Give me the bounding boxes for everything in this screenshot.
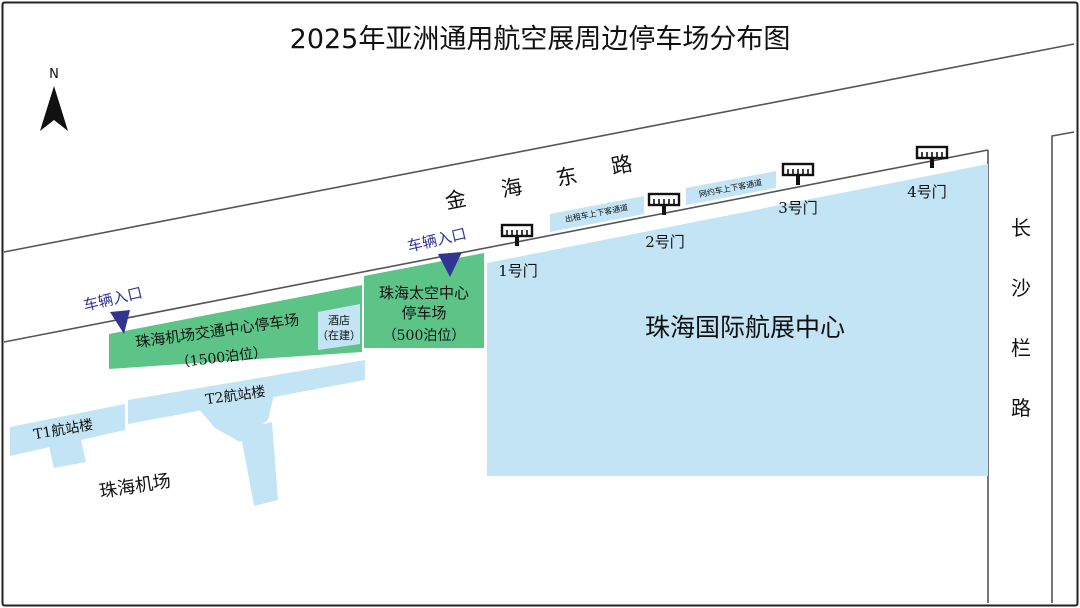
gate-1: 1号门 [498,223,538,280]
changsha-road-char-2: 沙 [1011,276,1031,300]
t2-terminal-area [128,360,365,506]
parking-taikong-line2: 停车场 [401,304,446,322]
t1-terminal-area [10,404,125,468]
hotel-area [318,304,360,350]
rideshare-lane [686,171,776,205]
gate-2-icon [647,192,681,215]
jinhai-road-char-1: 金 [443,186,468,214]
jinhai-road-bottom-edge [3,149,989,343]
taxi-lane [550,196,644,232]
parking-taikong-line1: 珠海太空中心 [379,284,469,302]
jinhai-road-label: 金 海 东 路 [443,151,634,214]
changsha-road-char-3: 栏 [1011,336,1031,360]
gate-1-icon [500,223,534,246]
gate-4-label: 4号门 [907,183,947,201]
jinhai-road-char-2: 海 [499,174,524,202]
gate-2-label: 2号门 [645,233,685,251]
entrance-west-arrow-icon [110,310,130,334]
expo-center-label: 珠海国际航展中心 [645,313,845,342]
jinhai-road-char-4: 路 [609,151,634,179]
gate-3: 3号门 [778,162,818,217]
gate-4-icon [915,145,949,168]
compass-label: N [49,67,59,82]
hotel-line2: （在建） [317,328,361,342]
changsha-road-right-edge [1051,131,1075,603]
entrance-east-arrow-icon [438,252,462,277]
gate-3-label: 3号门 [778,199,818,217]
gate-1-label: 1号门 [498,262,538,280]
gate-4: 4号门 [907,145,949,201]
changsha-road-char-1: 长 [1011,216,1031,240]
parking-taikong-line3: （500泊位） [383,328,466,344]
hotel-line1: 酒店 [328,313,350,327]
jinhai-road-char-3: 东 [554,163,579,191]
jinhai-road-top-edge [3,43,1075,253]
changsha-road-char-4: 路 [1011,396,1031,420]
gate-3-icon [781,162,815,185]
expo-center-area [487,164,988,476]
gate-2: 2号门 [645,192,685,251]
parking-taikong-area [364,253,484,348]
north-arrow-icon: N [40,67,68,131]
changsha-road-label: 长 沙 栏 路 [1011,216,1031,420]
map-title: 2025年亚洲通用航空展周边停车场分布图 [290,24,791,55]
parking-jiaotong-area [109,285,362,369]
